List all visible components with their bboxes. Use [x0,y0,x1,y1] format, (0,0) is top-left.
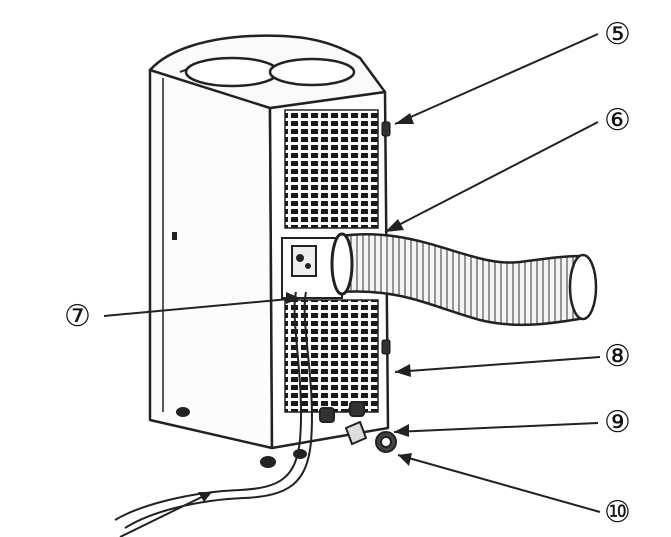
callout-lines [103,33,601,537]
exhaust-hose [330,232,598,327]
drain-plug [344,420,368,446]
callout-8: ⑧ [604,339,631,374]
leader-8 [394,356,601,373]
upper-air-grille [284,109,379,229]
callout-7: ⑦ [64,299,91,334]
top-outlet-right [268,57,356,87]
hose-end-opening [568,253,598,321]
lower-air-grille [284,299,379,413]
callout-6: ⑥ [604,103,631,138]
hose-adapter-ring [330,232,354,296]
side-knobs [381,121,391,355]
drain-outlets [319,401,365,423]
leader-9 [393,422,599,433]
leader-6 [384,121,599,233]
top-outlet-left [184,56,280,88]
leader-drain [119,491,213,537]
leader-5 [394,33,599,125]
callout-9: ⑨ [604,405,631,440]
drain-cap [375,431,397,453]
leader-10 [397,454,601,513]
leader-7 [103,297,301,317]
callout-5: ⑤ [604,17,631,52]
callout-10: ⑩ [604,495,631,530]
callout-arrowheads [198,113,414,502]
drain-pipe [114,291,313,529]
